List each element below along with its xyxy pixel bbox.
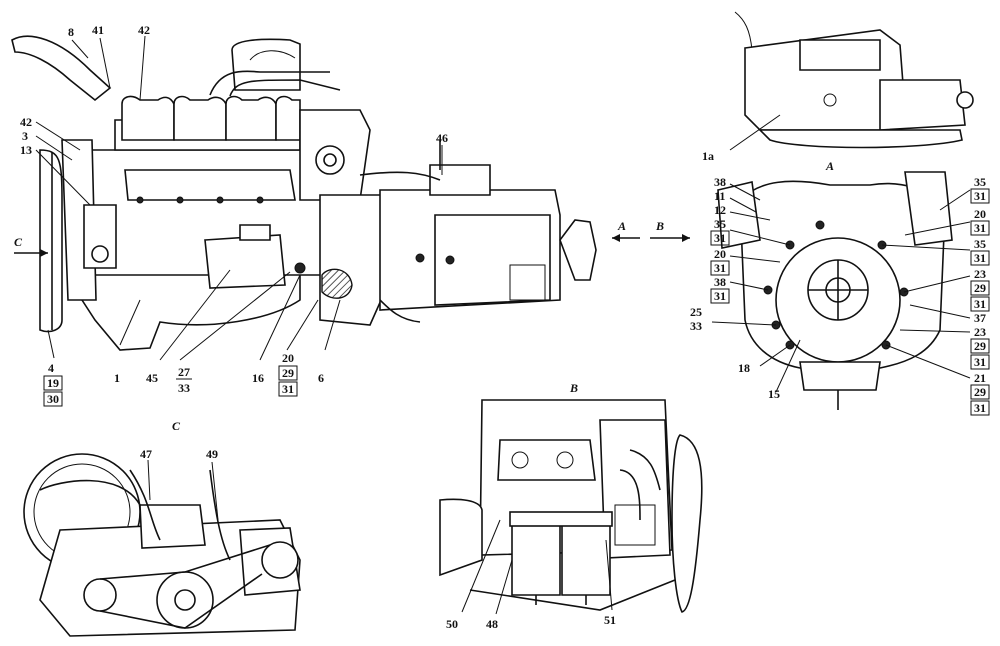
callout-31-r6: 31 <box>974 401 986 415</box>
callout-27: 27 <box>178 365 190 379</box>
callout-30: 30 <box>47 392 59 406</box>
callout-12: 12 <box>714 203 726 217</box>
callout-31-r3: 31 <box>974 251 986 265</box>
view-b-labels: 50 48 51 <box>446 613 616 631</box>
callout-4: 4 <box>48 361 54 375</box>
callout-46: 46 <box>436 131 448 145</box>
callout-35-r2: 35 <box>974 237 986 251</box>
callout-6: 6 <box>318 371 324 385</box>
callout-13: 13 <box>20 143 32 157</box>
callout-31-left-a: 31 <box>714 231 726 245</box>
callout-31-r1: 31 <box>974 189 986 203</box>
callout-31-left-c: 31 <box>714 289 726 303</box>
callout-25: 25 <box>690 305 702 319</box>
callout-47: 47 <box>140 447 152 461</box>
main-side-view <box>11 35 690 361</box>
view-a-title: A <box>825 159 834 173</box>
callout-29-r3: 29 <box>974 385 986 399</box>
thumbnail-view: 1a <box>702 11 974 163</box>
callout-35-r1: 35 <box>974 175 986 189</box>
callout-38-mid: 38 <box>714 275 726 289</box>
callout-31-r2: 31 <box>974 221 986 235</box>
callout-42-top: 42 <box>138 23 150 37</box>
callout-19: 19 <box>47 376 59 390</box>
callout-21: 21 <box>974 371 986 385</box>
view-c-title: C <box>172 419 181 433</box>
callout-35-left: 35 <box>714 217 726 231</box>
callout-33-a: 33 <box>690 319 702 333</box>
callout-45: 45 <box>146 371 158 385</box>
view-a: A <box>711 159 971 410</box>
callout-23-r2: 23 <box>974 325 986 339</box>
callout-18: 18 <box>738 361 750 375</box>
view-b-title: B <box>569 381 578 395</box>
callout-41: 41 <box>92 23 104 37</box>
main-view-labels: 8 41 42 42 3 13 46 C 4 19 30 1 45 27 33 … <box>14 23 664 407</box>
callout-23-r1: 23 <box>974 267 986 281</box>
callout-49: 49 <box>206 447 218 461</box>
callout-48: 48 <box>486 617 498 631</box>
callout-3: 3 <box>22 129 28 143</box>
callout-29-r2: 29 <box>974 339 986 353</box>
callout-42-left: 42 <box>20 115 32 129</box>
callout-29-main: 29 <box>282 366 294 380</box>
view-arrow-c: C <box>14 235 23 249</box>
callout-1a: 1a <box>702 149 714 163</box>
callout-11: 11 <box>714 189 725 203</box>
callout-20-left: 20 <box>714 247 726 261</box>
callout-38-top: 38 <box>714 175 726 189</box>
callout-51: 51 <box>604 613 616 627</box>
callout-16: 16 <box>252 371 264 385</box>
callout-50: 50 <box>446 617 458 631</box>
view-c: C <box>23 419 301 637</box>
callout-20-r: 20 <box>974 207 986 221</box>
callout-29-r1: 29 <box>974 281 986 295</box>
callout-33: 33 <box>178 381 190 395</box>
callout-31-main: 31 <box>282 382 294 396</box>
callout-15: 15 <box>768 387 780 401</box>
view-c-labels: 47 49 <box>140 447 218 461</box>
view-a-labels: 38 11 12 35 31 20 31 38 31 25 33 18 15 3… <box>690 175 990 416</box>
callout-31-left-b: 31 <box>714 261 726 275</box>
callout-37: 37 <box>974 311 986 325</box>
view-arrow-b: B <box>655 219 664 233</box>
view-arrow-a: A <box>617 219 626 233</box>
callout-31-r4: 31 <box>974 297 986 311</box>
callout-1: 1 <box>114 371 120 385</box>
callout-20-main: 20 <box>282 351 294 365</box>
view-b: B <box>439 381 703 615</box>
callout-8: 8 <box>68 25 74 39</box>
callout-31-r5: 31 <box>974 355 986 369</box>
